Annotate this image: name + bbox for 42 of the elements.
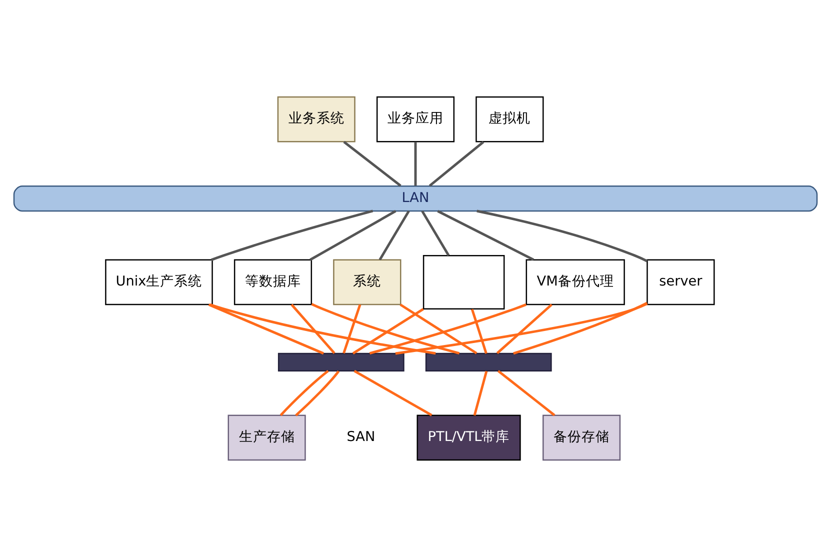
connector [513,301,648,354]
connector [395,302,648,354]
node-bar [278,352,404,371]
connector [497,369,556,416]
connector [354,369,432,416]
connector [378,210,410,260]
node-box: 系统 [333,258,402,305]
node-box: 生产存储 [228,414,306,460]
connector [400,303,478,354]
node-box: VM备份代理 [526,258,625,305]
node-box: 业务系统 [277,96,356,142]
connector [414,141,417,186]
connector [210,209,374,261]
node-box: server [646,258,715,305]
connector [343,140,402,186]
connector [369,302,527,354]
connector [476,209,648,262]
node-box [422,254,505,309]
connector [290,303,336,354]
node-box: LAN [13,185,818,212]
connector [421,210,450,256]
node-box: 虚拟机 [476,96,544,142]
connector [473,370,488,416]
node-box: PTL/VTL带库 [416,414,521,460]
node-box: 业务应用 [376,96,455,142]
connector [208,302,324,354]
connector [342,304,362,354]
connector [311,302,460,354]
connector [496,303,552,354]
connector [470,308,488,354]
node-bar [425,352,552,371]
connector [280,369,329,416]
label: SAN [346,428,376,445]
connector [352,307,424,354]
connector [310,210,396,260]
node-box: Unix生产系统 [105,258,213,305]
connector [437,210,534,260]
node-box: 备份存储 [542,414,621,460]
connector [295,370,340,416]
node-box: 等数据库 [234,258,312,305]
connector [428,140,484,186]
connector [210,302,436,354]
